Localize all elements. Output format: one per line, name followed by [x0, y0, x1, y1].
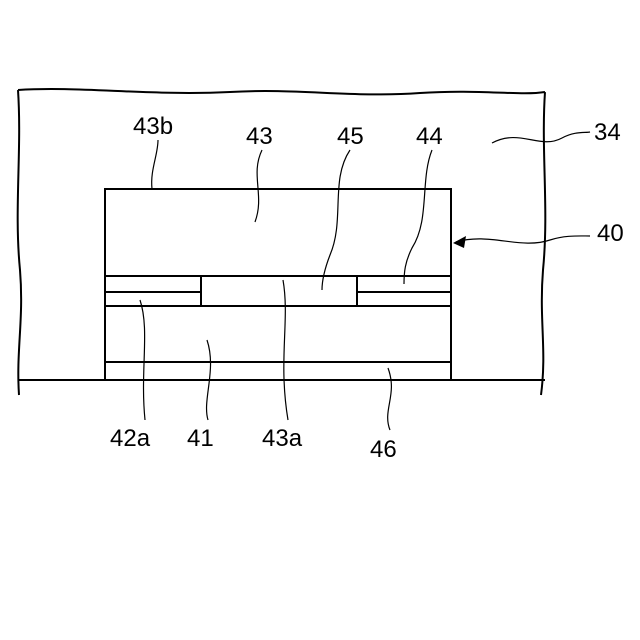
- leader-43: [255, 150, 262, 222]
- device-40: [105, 189, 451, 380]
- leader-44: [404, 150, 432, 284]
- label-42a: 42a: [110, 425, 151, 452]
- leader-46: [388, 368, 392, 430]
- leader-lines: [140, 132, 590, 430]
- label-43b: 43b: [133, 113, 173, 140]
- leader-43a: [283, 280, 288, 420]
- label-43a: 43a: [262, 425, 303, 452]
- label-46: 46: [370, 436, 397, 463]
- leader-43b: [152, 140, 158, 189]
- label-43: 43: [246, 123, 273, 150]
- outer-box: [105, 189, 451, 380]
- center-block-45: [201, 276, 357, 306]
- label-41: 41: [187, 425, 214, 452]
- leader-40: [456, 236, 590, 243]
- label-44: 44: [416, 123, 443, 150]
- label-34: 34: [594, 119, 621, 146]
- leader-34: [492, 132, 590, 143]
- arrow-40: [453, 236, 466, 248]
- leader-42a: [140, 300, 145, 420]
- label-40: 40: [597, 220, 624, 247]
- leader-45: [322, 150, 350, 290]
- label-45: 45: [337, 123, 364, 150]
- substrate-outline: [18, 89, 546, 395]
